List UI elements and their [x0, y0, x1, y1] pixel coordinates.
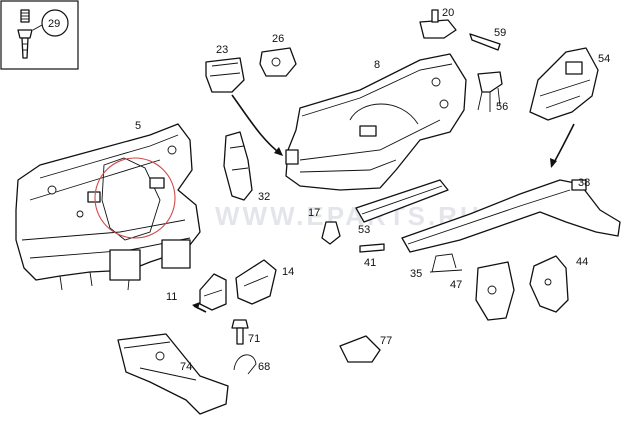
callout-20: 20 [442, 7, 454, 19]
part-14-bracket [235, 259, 277, 305]
part-8-wheelhouse [285, 53, 467, 191]
callout-59: 59 [494, 27, 506, 39]
part-23-bracket [205, 57, 245, 93]
callout-77: 77 [380, 335, 392, 347]
part-68-clip [233, 354, 257, 375]
part-35-clip [429, 253, 463, 273]
part-26-bracket [259, 47, 297, 77]
part-17-bracket [321, 221, 341, 245]
part-32-pillar-bracket [223, 131, 253, 201]
callout-29: 29 [48, 18, 60, 30]
callout-8: 8 [374, 59, 380, 71]
callout-47: 47 [450, 279, 462, 291]
callout-54: 54 [598, 53, 610, 65]
part-77-bracket [339, 335, 381, 363]
arrow-54 [551, 123, 575, 167]
part-11-bracket [199, 273, 227, 311]
part-41-strip [359, 243, 385, 253]
callout-68: 68 [258, 361, 270, 373]
highlight-circle [94, 157, 176, 239]
callout-17: 17 [308, 207, 320, 219]
callout-74: 74 [180, 361, 192, 373]
arrowhead-23 [274, 147, 283, 156]
part-44-bracket [529, 255, 569, 313]
callout-38: 38 [578, 177, 590, 189]
inset-box-29 [0, 0, 79, 70]
part-54-strut-tower [529, 47, 599, 121]
callout-71: 71 [248, 333, 260, 345]
arrowhead-54 [550, 158, 557, 168]
bolt-29-icon [17, 9, 33, 59]
part-53-rail [355, 179, 449, 223]
arrowhead-11 [192, 302, 200, 309]
callout-35: 35 [410, 268, 422, 280]
part-20-mount [419, 9, 457, 39]
part-38-rail [401, 179, 621, 253]
callout-56: 56 [496, 101, 508, 113]
bolt-71-icon [231, 319, 249, 345]
part-74-bracket [117, 333, 229, 415]
callout-11: 11 [166, 291, 177, 303]
callout-labels: 29 5 23 26 20 59 8 54 56 32 38 17 53 41 … [48, 7, 610, 373]
callout-32: 32 [258, 191, 270, 203]
part-5-front-wheelhouse [15, 123, 201, 291]
callout-26: 26 [272, 33, 284, 45]
callout-14: 14 [282, 266, 294, 278]
part-56-tower [477, 71, 503, 112]
callout-41: 41 [364, 257, 376, 269]
callout-53: 53 [358, 224, 370, 236]
callout-23: 23 [216, 44, 228, 56]
callout-44: 44 [576, 256, 588, 268]
callout-5: 5 [135, 120, 141, 132]
part-59-strip [469, 33, 501, 51]
part-47-bracket [475, 261, 515, 321]
